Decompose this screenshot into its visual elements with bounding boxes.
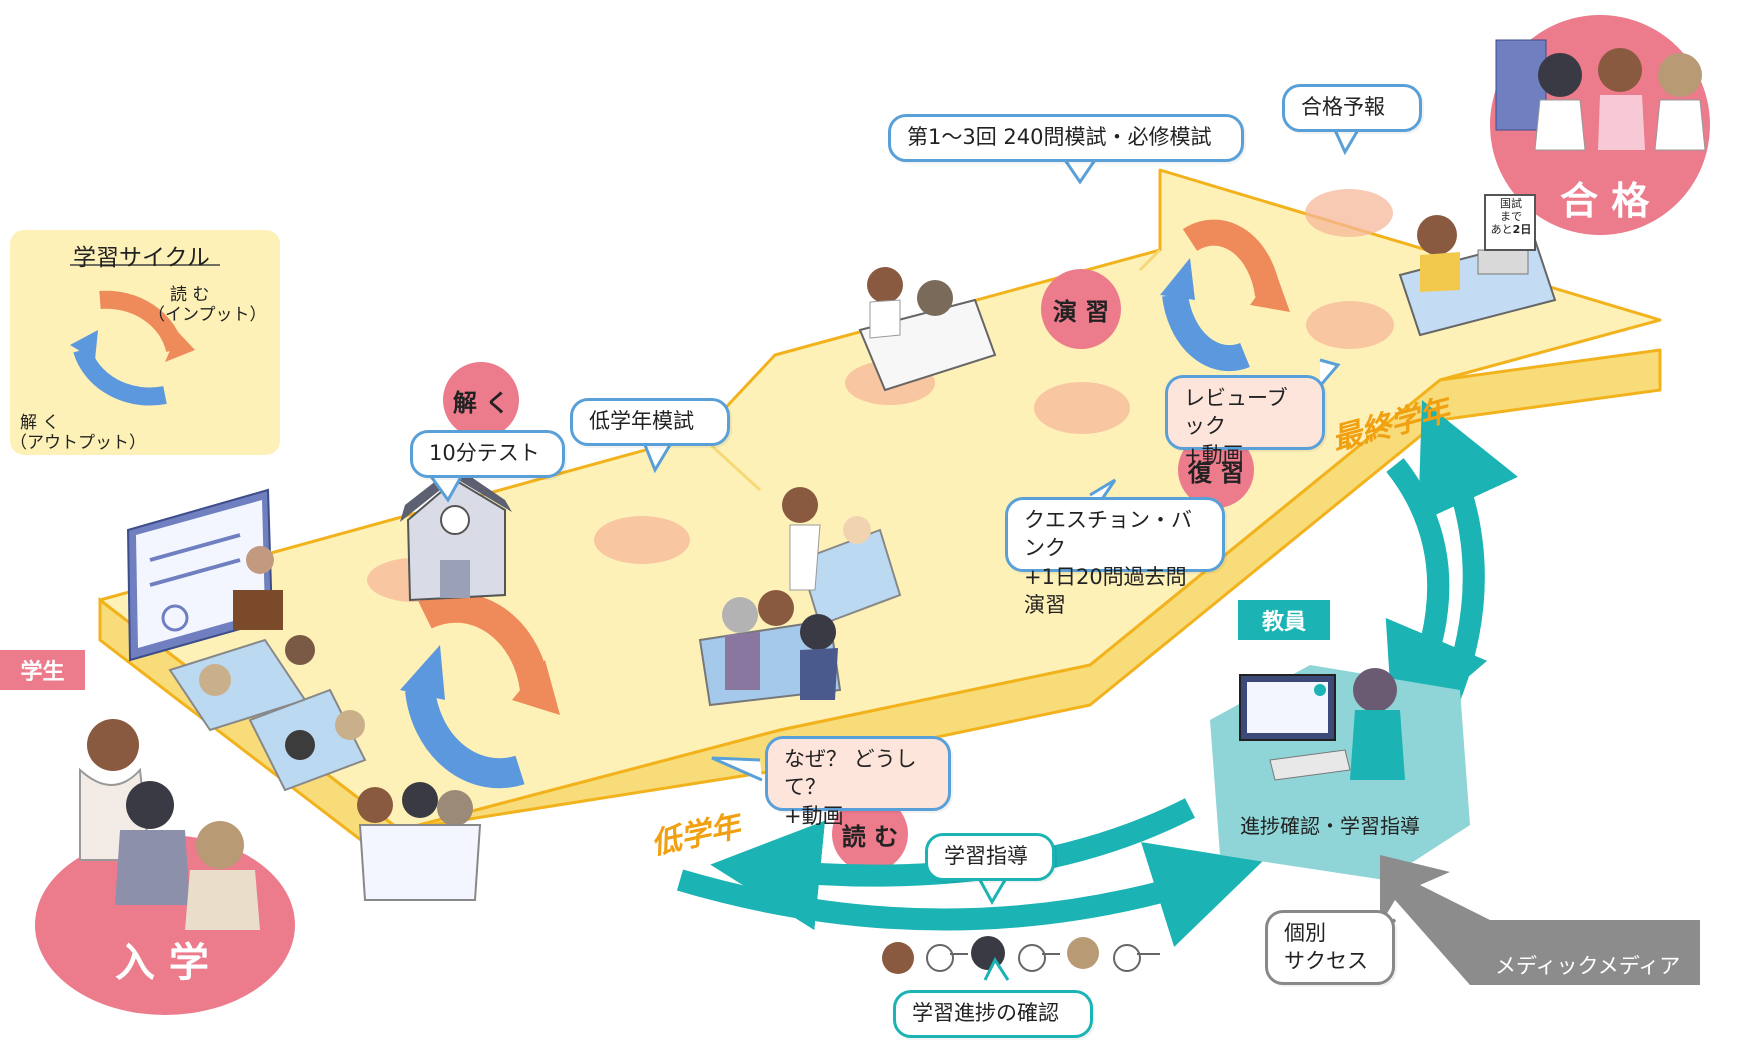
reviewbook-line1: レビューブック [1184, 386, 1288, 439]
bubble-guidance: 学習指導 [925, 833, 1055, 881]
bubble-question-bank: クエスチョン・バンク +1日20問過去問演習 [1005, 497, 1225, 617]
cycle-arrow-orange-lower [418, 592, 550, 693]
teal-arrow-teacher-down [1385, 458, 1488, 741]
teal-arrow-progress [676, 842, 1263, 947]
cycle-title: 学習サイクル [73, 245, 210, 271]
step-circle-review [1178, 432, 1254, 508]
illustrations [79, 39, 1706, 974]
student-group-illustration [357, 782, 482, 901]
students-desk-illustration [168, 635, 367, 792]
students-row-illustration [882, 936, 1160, 974]
step-read-label: 読 む [841, 822, 899, 851]
cycle-arrow-blue-lower [405, 688, 525, 789]
step-circle-read [832, 796, 908, 872]
step-practice-label: 演 習 [1052, 297, 1110, 326]
path-spots [367, 189, 1394, 602]
teacher-tag: 教員 [1238, 600, 1330, 640]
sign-days: 2日 [1512, 223, 1532, 236]
cycle-arrow-orange-small [99, 290, 184, 353]
why-line1: なぜ？ どうして？ [784, 747, 917, 800]
bubble-10min-test: 10分テスト [410, 430, 565, 478]
hospital-bed-illustration [858, 267, 997, 392]
cycle-arrow-blue-small [73, 347, 167, 406]
school-building-illustration [400, 466, 512, 602]
step-solve-label: 解 く [452, 388, 510, 417]
bubble-tails [428, 129, 1360, 782]
sign-line1: 国試 [1500, 197, 1522, 210]
classroom-screen-illustration [126, 488, 283, 662]
cycle-box [10, 230, 280, 455]
care-scene-illustration [782, 487, 902, 627]
qbank-line2: +1日20問過去問演習 [1024, 564, 1187, 618]
cycle-read-sub: （インプット） [148, 305, 267, 325]
why-line2: +動画 [784, 803, 844, 828]
success-line1: 個別 [1284, 921, 1326, 945]
exam-countdown-sign: 国試 まで あと2日 [1486, 197, 1536, 251]
success-line2: サクセス [1284, 949, 1368, 974]
bubble-progress-check: 学習進捗の確認 [893, 990, 1093, 1038]
step-circle-practice [1041, 269, 1121, 349]
family-sofa-illustration [698, 590, 842, 707]
qbank-line1: クエスチョン・バンク [1024, 508, 1192, 561]
enroll-students-illustration [79, 719, 260, 930]
cycle-solve-label: 解 く [20, 413, 60, 433]
cycle-arrow-orange-final [1182, 219, 1281, 297]
sign-line2: まで [1500, 210, 1522, 223]
bubble-why: なぜ？ どうして？ +動画 [765, 736, 951, 828]
bubble-mock-240: 第1～3回 240問模試・必修模試 [888, 114, 1244, 162]
bubble-reviewbook: レビューブック +動画 [1165, 375, 1325, 467]
step-review-label: 復 習 [1187, 458, 1245, 487]
studying-student-illustration [1398, 194, 1557, 337]
bubble-forecast: 合格予報 [1282, 84, 1422, 132]
company-arrow [1380, 855, 1700, 985]
sign-line3: あと [1490, 223, 1513, 236]
bubble-lower-mock: 低学年模試 [570, 398, 730, 446]
passed-group-illustration [1495, 39, 1706, 151]
cycle-arrow-blue-final [1162, 293, 1250, 372]
pass-label: 合 格 [1560, 179, 1650, 223]
path-top-face [98, 168, 1662, 832]
bubble-individual-success: 個別 サクセス [1265, 910, 1395, 985]
cycle-solve-sub: （アウトプット） [10, 433, 146, 453]
cycle-read-label: 読 む [170, 285, 210, 305]
step-circle-solve [443, 362, 519, 438]
reviewbook-line2: +動画 [1184, 442, 1244, 467]
teacher-caption: 進捗確認・学習指導 [1240, 814, 1420, 838]
enroll-label: 入 学 [115, 940, 209, 986]
student-tag: 学生 [0, 650, 85, 690]
teacher-computer-illustration [1239, 668, 1405, 781]
teal-arrow-teacher-up [1418, 400, 1518, 725]
company-label: メディックメディア [1495, 954, 1681, 978]
